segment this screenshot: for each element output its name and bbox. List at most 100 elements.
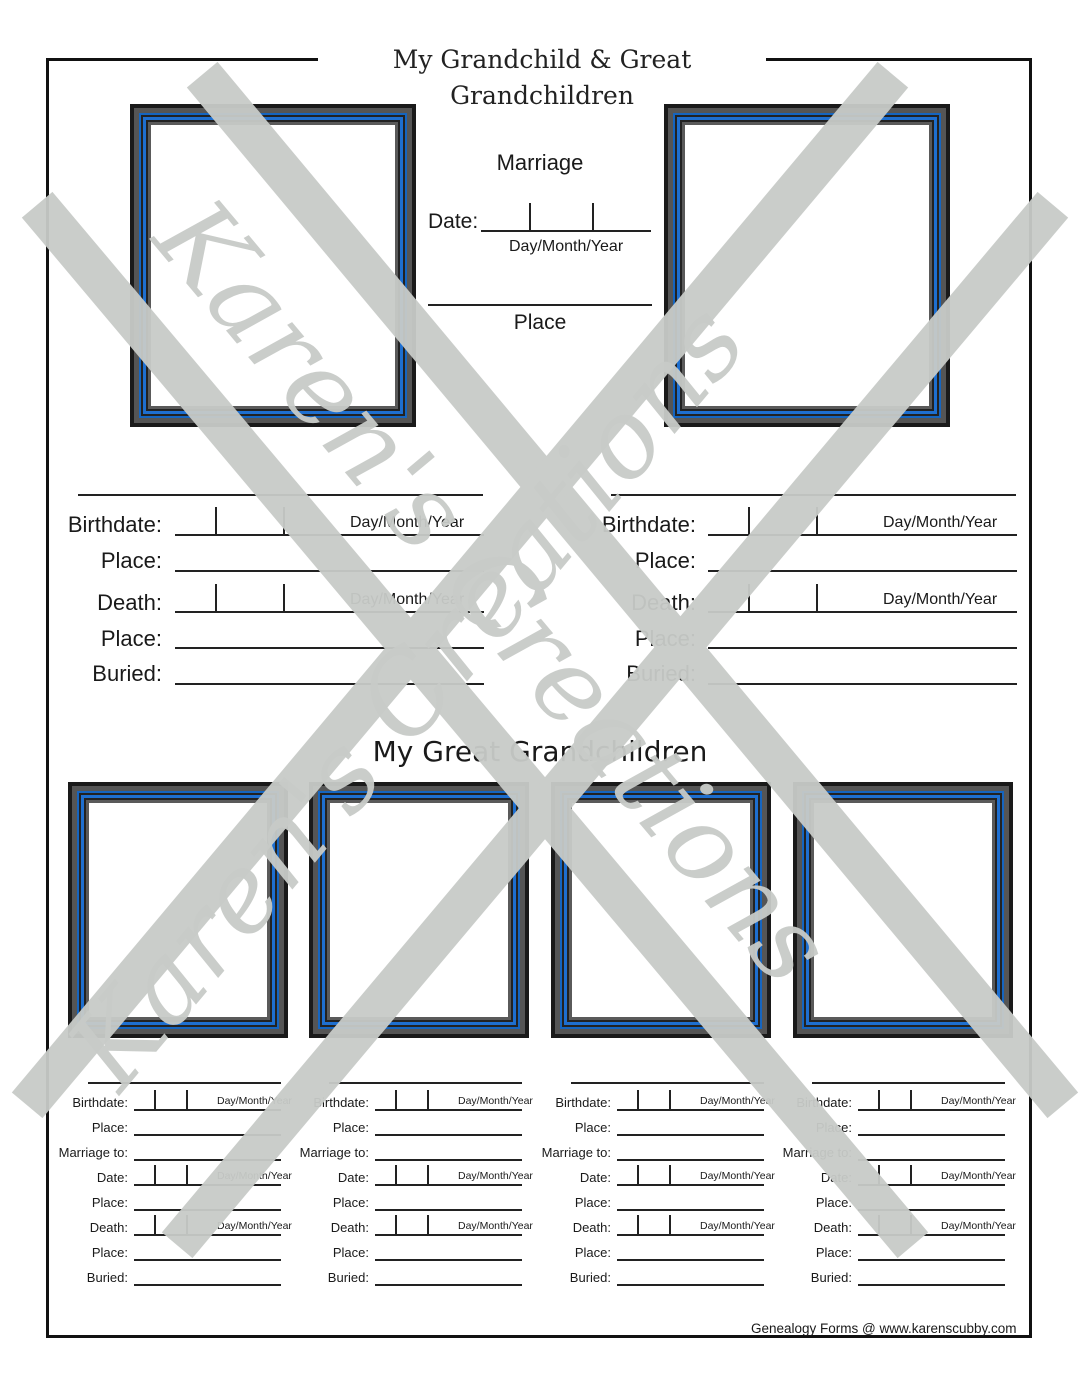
great-grandchild-1-buried-label: Buried: <box>86 1270 128 1285</box>
great-grandchild-4-marriage-date-line <box>858 1184 1005 1186</box>
great-grandchild-3-marriage-date-date-format: Day/Month/Year <box>700 1170 775 1182</box>
great-grandchild-1-marriage-date-divider <box>186 1165 188 1184</box>
great-grandchild-3-birth-place-line <box>617 1134 764 1136</box>
great-grandchild-4-marriage-date-divider <box>910 1165 912 1184</box>
great-grandchildren-section-title: My Great Grandchildren <box>372 735 708 768</box>
marriage-date-label: Date: <box>428 210 479 233</box>
great-grandchild-4-death-place-line <box>858 1259 1005 1261</box>
watermark-cross-stroke <box>21 191 929 1259</box>
great-grandchild-4-birthdate-line <box>858 1109 1005 1111</box>
great-grandchild-1-death-place-label: Place: <box>91 1245 128 1260</box>
grandchild-death-line <box>175 611 484 613</box>
grandchild-birthdate-date-format: Day/Month/Year <box>883 514 998 531</box>
great-grandchild-4-death-line <box>858 1234 1005 1236</box>
great-grandchild-2-birthdate-label: Birthdate: <box>313 1095 369 1110</box>
great-grandchild-2-death-place-label: Place: <box>332 1245 369 1260</box>
great-grandchild-3-death-divider <box>669 1215 671 1234</box>
great-grandchild-1-birth-place-label: Place: <box>91 1120 128 1135</box>
great-grandchild-3-birthdate-date-format: Day/Month/Year <box>700 1095 775 1107</box>
great-grandchild-2-death-date-format: Day/Month/Year <box>458 1220 533 1232</box>
grandchild-buried-line <box>175 683 484 685</box>
great-grandchild-2-marriage-to-line <box>375 1159 522 1161</box>
great-grandchild-2-death-label: Death: <box>330 1220 369 1235</box>
great-grandchild-photo-frame-3 <box>551 782 771 1038</box>
grandchild-death-label: Death: <box>97 590 162 615</box>
great-grandchild-2-name-line <box>329 1082 522 1084</box>
watermark-cross-stroke <box>161 191 1069 1259</box>
grandchild-buried-label: Buried: <box>92 661 162 686</box>
great-grandchild-3-death-place-label: Place: <box>574 1245 611 1260</box>
great-grandchild-2-death-divider <box>395 1215 397 1234</box>
great-grandchild-photo-frame-2 <box>309 782 529 1038</box>
great-grandchild-1-death-label: Death: <box>89 1220 128 1235</box>
great-grandchild-1-death-place-line <box>134 1259 281 1261</box>
grandchild-death-place-line <box>175 647 484 649</box>
great-grandchild-4-marriage-place-line <box>858 1209 1005 1211</box>
great-grandchild-2-marriage-date-date-format: Day/Month/Year <box>458 1170 533 1182</box>
great-grandchild-4-birthdate-divider <box>878 1090 880 1109</box>
great-grandchild-4-death-label: Death: <box>813 1220 852 1235</box>
marriage-place-line <box>428 304 652 306</box>
great-grandchild-3-buried-label: Buried: <box>569 1270 611 1285</box>
great-grandchild-1-death-divider <box>154 1215 156 1234</box>
great-grandchild-2-death-line <box>375 1234 522 1236</box>
grandchild-death-divider <box>283 584 285 611</box>
great-grandchild-4-buried-line <box>858 1284 1005 1286</box>
great-grandchild-4-birthdate-date-format: Day/Month/Year <box>941 1095 1016 1107</box>
great-grandchild-1-buried-line <box>134 1284 281 1286</box>
great-grandchild-1-birth-place-line <box>134 1134 281 1136</box>
grandchild-buried-line <box>708 683 1017 685</box>
grandchild-death-date-format: Day/Month/Year <box>883 591 998 608</box>
great-grandchild-1-marriage-place-label: Place: <box>91 1195 128 1210</box>
grandchild-birth-place-line <box>708 570 1017 572</box>
great-grandchild-1-birthdate-divider <box>154 1090 156 1109</box>
great-grandchild-3-marriage-date-divider <box>637 1165 639 1184</box>
grandchild-birthdate-divider <box>748 507 750 534</box>
great-grandchild-3-death-label: Death: <box>572 1220 611 1235</box>
great-grandchild-1-marriage-date-divider <box>154 1165 156 1184</box>
grandchild-death-divider <box>816 584 818 611</box>
great-grandchild-4-name-line <box>812 1082 1005 1084</box>
great-grandchild-4-death-date-format: Day/Month/Year <box>941 1220 1016 1232</box>
footer-credit: Genealogy Forms @ www.karenscubby.com <box>751 1321 1017 1336</box>
great-grandchild-2-marriage-place-line <box>375 1209 522 1211</box>
great-grandchild-1-name-line <box>88 1082 281 1084</box>
marriage-date-divider <box>592 203 594 230</box>
page-title: My Grandchild & Great Grandchildren <box>318 42 766 110</box>
great-grandchild-3-birthdate-line <box>617 1109 764 1111</box>
great-grandchild-3-marriage-date-label: Date: <box>579 1170 611 1185</box>
great-grandchild-3-marriage-place-line <box>617 1209 764 1211</box>
marriage-date-format: Day/Month/Year <box>509 238 624 255</box>
great-grandchild-4-marriage-date-date-format: Day/Month/Year <box>941 1170 1016 1182</box>
great-grandchild-1-birthdate-line <box>134 1109 281 1111</box>
great-grandchild-4-buried-label: Buried: <box>810 1270 852 1285</box>
great-grandchild-4-marriage-to-line <box>858 1159 1005 1161</box>
great-grandchild-3-birthdate-label: Birthdate: <box>555 1095 611 1110</box>
great-grandchild-3-marriage-to-line <box>617 1159 764 1161</box>
great-grandchild-3-birth-place-label: Place: <box>574 1120 611 1135</box>
grandchild-death-place-line <box>708 647 1017 649</box>
grandchild-birthdate-label: Birthdate: <box>601 512 696 537</box>
great-grandchild-1-birthdate-label: Birthdate: <box>72 1095 128 1110</box>
great-grandchild-2-birth-place-label: Place: <box>332 1120 369 1135</box>
great-grandchild-2-marriage-to-label: Marriage to: <box>299 1145 369 1160</box>
great-grandchild-2-death-divider <box>427 1215 429 1234</box>
great-grandchild-3-marriage-date-line <box>617 1184 764 1186</box>
grandchild-birthdate-divider <box>215 507 217 534</box>
grandchild-death-line <box>708 611 1017 613</box>
great-grandchild-2-marriage-place-label: Place: <box>332 1195 369 1210</box>
grandchild-birthdate-divider <box>816 507 818 534</box>
great-grandchild-2-marriage-date-label: Date: <box>337 1170 369 1185</box>
great-grandchild-3-name-line <box>571 1082 764 1084</box>
great-grandchild-1-marriage-to-line <box>134 1159 281 1161</box>
great-grandchild-3-birthdate-divider <box>669 1090 671 1109</box>
great-grandchild-1-marriage-to-label: Marriage to: <box>58 1145 128 1160</box>
great-grandchild-3-birthdate-divider <box>637 1090 639 1109</box>
great-grandchild-3-marriage-date-divider <box>669 1165 671 1184</box>
great-grandchild-4-birth-place-line <box>858 1134 1005 1136</box>
grandchild-death-divider <box>215 584 217 611</box>
great-grandchild-4-death-place-label: Place: <box>815 1245 852 1260</box>
marriage-place-label: Place <box>513 311 567 334</box>
